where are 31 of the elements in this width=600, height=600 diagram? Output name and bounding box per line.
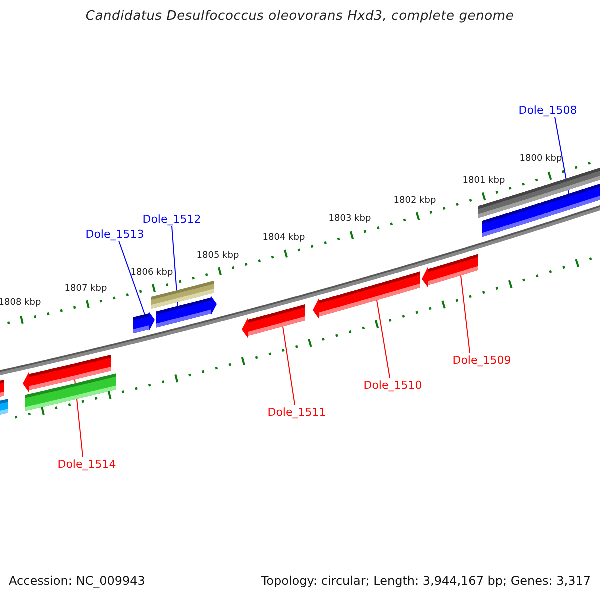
gene-feature [156,296,217,328]
gene-label: Dole_1508 [518,104,578,116]
scale-label: 1806 kbp [130,267,174,280]
gene-label: Dole_1513 [86,228,144,240]
feature-bar [0,399,8,418]
feature-bar [0,380,4,400]
gene-feature [242,304,305,338]
leader-line [282,326,296,406]
gene-label: Dole_1509 [452,354,512,366]
scale-label: 1805 kbp [196,250,240,263]
leader-line [118,240,146,316]
scale-label: 1804 kbp [262,232,306,245]
gene-feature [313,272,420,319]
gene-label: Dole_1514 [58,458,116,470]
leader-line [376,300,390,378]
gene-feature [422,254,478,288]
gene-label: Dole_1511 [268,406,326,418]
leader-line [460,275,470,354]
scale-label: 1801 kbp [462,175,506,188]
scale-label: 1802 kbp [394,195,436,208]
footer-text: Accession: NC_009943 [9,575,146,588]
scale-label: 1803 kbp [328,213,372,226]
feature-bar [25,374,116,412]
gene-label: Dole_1512 [142,212,202,226]
gene-feature [133,312,155,334]
scale-label: 1808 kbp [0,297,42,310]
title: Candidatus Desulfococcus oleovorans Hxd3, complete genome [86,10,514,23]
scale-label: 1807 kbp [64,283,108,296]
scale-label: 1800 kbp [520,153,562,166]
footer-text: Topology: circular; Length: 3,944,167 bp; Genes: 3,317 [261,575,591,588]
gene-label: Dole_1510 [364,378,422,392]
